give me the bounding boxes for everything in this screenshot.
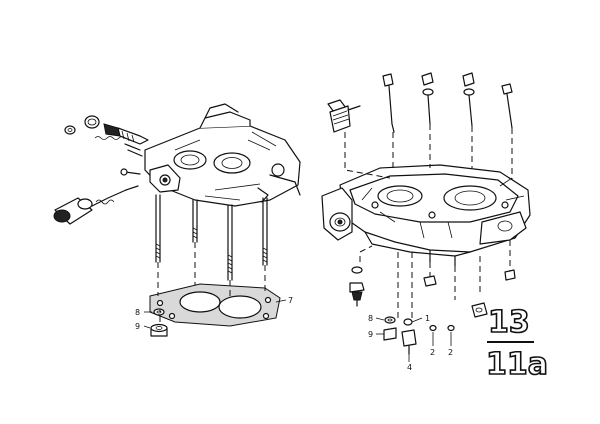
- leader-gasket: [275, 299, 287, 303]
- callout-gasket: 7: [288, 296, 293, 305]
- group-number: 13: [488, 305, 530, 340]
- callout-right-g: 2: [448, 348, 453, 357]
- carburettor-body-right: [321, 164, 531, 267]
- mixture-screw-parts: [64, 115, 149, 176]
- callout-left-nut-b: 9: [135, 322, 140, 331]
- callout-left-nut-a: 8: [135, 308, 140, 317]
- right-guide-lines: [344, 124, 513, 318]
- idle-solenoid-left: [53, 185, 139, 225]
- right-lower-parts: [349, 266, 516, 318]
- left-guide-lines: [157, 242, 266, 322]
- right-callout-leaders: [375, 317, 452, 362]
- gasket: [149, 283, 281, 327]
- subgroup-number: 11a: [486, 347, 548, 382]
- mounting-studs: [155, 194, 268, 281]
- throttle-body-left: [144, 103, 301, 207]
- fuel-valve: [327, 99, 361, 133]
- leader-nut-b: [143, 325, 151, 329]
- callout-right-e: 4: [407, 363, 412, 372]
- callout-right-a: 8: [368, 314, 373, 323]
- callout-right-c: 1: [425, 314, 430, 323]
- right-small-parts-cluster: [383, 316, 455, 355]
- top-screws: [382, 72, 513, 133]
- callout-right-b: 9: [368, 330, 373, 339]
- left-nut-washer: [150, 308, 168, 337]
- group-number-block: 13 11a: [485, 304, 549, 383]
- callout-right-d: 2: [430, 348, 435, 357]
